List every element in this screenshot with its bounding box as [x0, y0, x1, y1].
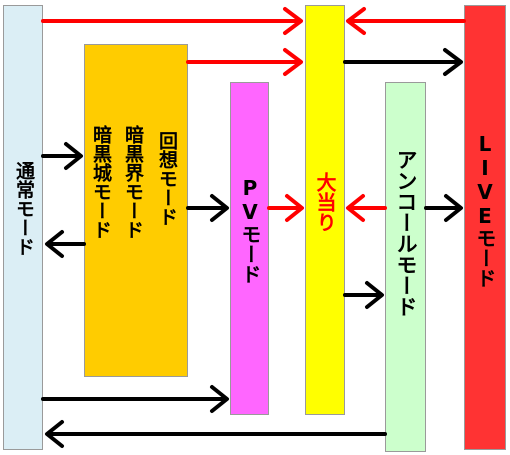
arrow-special-to-pv	[186, 194, 229, 222]
jackpot-box: 大当り	[305, 5, 345, 415]
normal-mode-label: 通常モード	[13, 161, 35, 256]
arrow-normal-to-jackpot	[41, 7, 303, 35]
arrow-encore-to-jackpot	[346, 194, 387, 222]
arrow-jackpot-to-live	[343, 48, 463, 76]
arrow-pv-to-jackpot	[267, 194, 304, 222]
arrow-special-to-jackpot	[186, 48, 303, 76]
arrow-special-to-normal	[45, 230, 86, 258]
pv-mode-label: PVモード	[238, 176, 262, 284]
arrow-encore-to-live	[424, 194, 463, 222]
live-mode-label: LIVEモード	[473, 132, 497, 288]
special-mode-box: 回想モード 暗黒界モード 暗黒城モード	[84, 44, 188, 377]
normal-mode-box: 通常モード	[3, 5, 43, 450]
special-mode-label-recall: 回想モード	[156, 131, 178, 226]
encore-mode-label: アンコールモード	[394, 149, 418, 317]
arrow-encore-to-normal	[45, 420, 387, 448]
live-mode-box: LIVEモード	[464, 5, 506, 450]
arrow-normal-to-special	[41, 142, 83, 170]
arrow-normal-to-pv	[41, 385, 229, 413]
special-mode-label-dark-world: 暗黒界モード	[122, 125, 144, 239]
encore-mode-box: アンコールモード	[385, 82, 426, 452]
jackpot-label: 大当り	[313, 172, 337, 232]
pv-mode-box: PVモード	[230, 82, 269, 415]
special-mode-label-dark-castle: 暗黒城モード	[90, 125, 112, 239]
arrow-live-to-jackpot	[346, 7, 466, 35]
arrow-jackpot-to-encore	[343, 281, 384, 309]
